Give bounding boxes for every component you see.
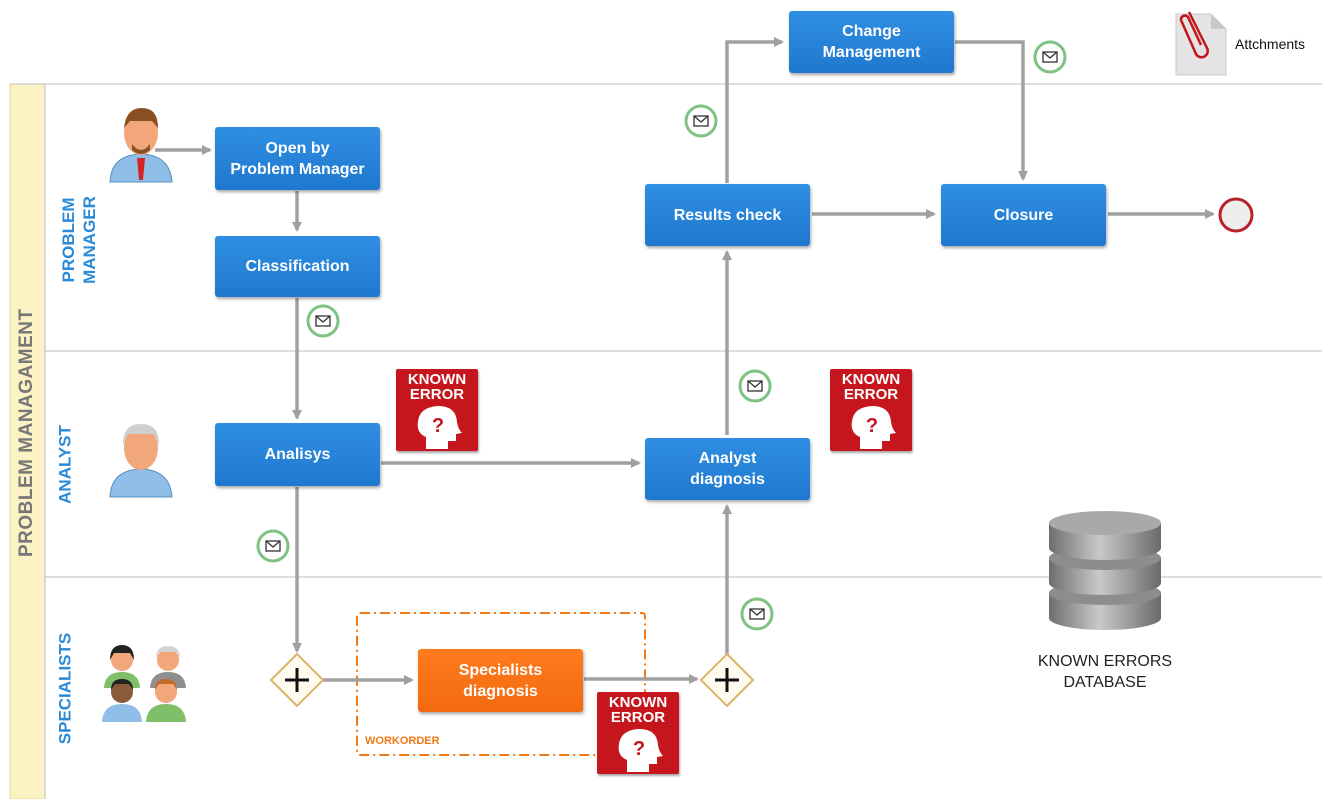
lane-label-specialists: SPECIALISTS	[55, 632, 75, 745]
svg-text:?: ?	[633, 738, 645, 760]
envelope-icon	[740, 597, 774, 631]
lane-label-analyst: ANALYST	[55, 425, 75, 504]
database-label-line: KNOWN ERRORS	[1037, 653, 1173, 670]
workorder-label: WORKORDER	[365, 735, 440, 747]
envelope-icon	[1033, 40, 1067, 74]
envelope-icon	[306, 304, 340, 338]
task-specialists-diagnosis[interactable]: Specialists diagnosis	[418, 649, 583, 712]
parallel-gateway-icon	[699, 652, 755, 708]
task-classification[interactable]: Classification	[215, 236, 380, 297]
head-question-icon: ?	[618, 729, 663, 772]
known-error-label: KNOWN	[608, 694, 668, 711]
task-analyst-diagnosis[interactable]: Analyst diagnosis	[645, 438, 810, 500]
pool-label: PROBLEM MANAGAMENT	[16, 308, 37, 557]
end-event-icon	[1218, 197, 1254, 233]
envelope-icon	[684, 104, 718, 138]
known-error-label: ERROR	[610, 709, 666, 726]
workorder-group	[356, 612, 646, 756]
task-label: diagnosis	[690, 471, 765, 488]
known-error-label: ERROR	[843, 386, 899, 403]
task-label: Results check	[673, 206, 782, 224]
envelope-icon	[256, 529, 290, 563]
known-error-label: ERROR	[409, 386, 465, 403]
database-icon	[1049, 511, 1161, 630]
task-results-check[interactable]: Results check	[645, 184, 810, 246]
flow-change-management-to-closure	[955, 40, 1028, 181]
attachment-icon	[1175, 11, 1227, 76]
known-error-label: KNOWN	[841, 371, 901, 388]
task-label: Classification	[245, 258, 350, 275]
database-label-line: DATABASE	[1063, 674, 1147, 691]
attachments-label[interactable]: Attchments	[1235, 36, 1306, 52]
pool-band	[9, 83, 46, 799]
parallel-gateway-icon	[269, 652, 325, 708]
task-label: diagnosis	[463, 682, 538, 700]
task-label: Closure	[993, 206, 1054, 224]
svg-text:?: ?	[432, 415, 444, 437]
person-icon	[109, 424, 173, 498]
svg-text:?: ?	[866, 415, 878, 437]
envelope-icon	[738, 369, 772, 403]
task-label: Problem Manager	[230, 160, 365, 178]
task-label: Analyst	[698, 450, 757, 467]
task-label: Management	[822, 44, 921, 61]
task-closure[interactable]: Closure	[941, 184, 1106, 246]
task-label: Open by	[265, 139, 330, 157]
flow-results-check-to-change-management	[725, 37, 784, 183]
task-label: Change	[842, 23, 901, 40]
person-icon	[102, 645, 186, 722]
head-question-icon: ?	[417, 406, 462, 449]
lane-label-line: PROBLEM	[59, 197, 78, 283]
person-icon	[109, 108, 173, 183]
lane-label-problem-manager: PROBLEM MANAGER	[58, 180, 100, 300]
task-label: Specialists	[458, 661, 543, 679]
known-error-label: KNOWN	[407, 371, 467, 388]
head-question-icon: ?	[851, 406, 896, 449]
lane-label-line: MANAGER	[80, 196, 99, 284]
task-analisys[interactable]: Analisys	[215, 423, 380, 486]
database-label: KNOWN ERRORS DATABASE	[1010, 651, 1200, 693]
task-open-by-problem-manager[interactable]: Open by Problem Manager	[215, 127, 380, 190]
task-label: Analisys	[264, 446, 331, 463]
